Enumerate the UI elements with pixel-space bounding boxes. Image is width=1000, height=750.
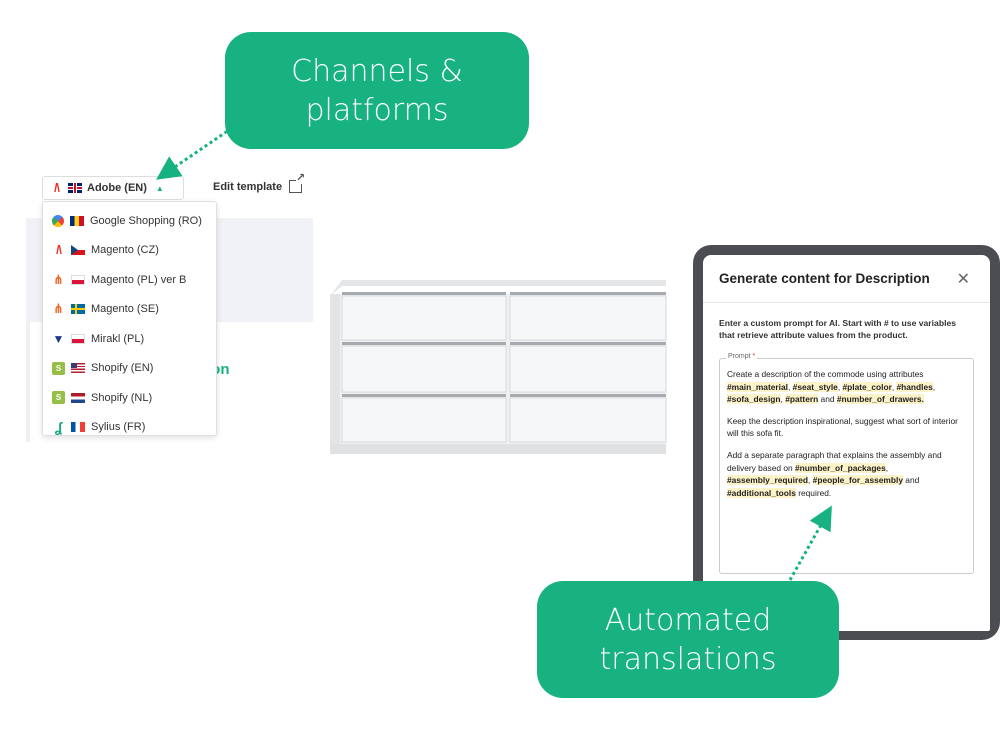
prompt-paragraph: Create a description of the commode usin…: [727, 368, 967, 406]
channel-option-label: Magento (CZ): [91, 244, 159, 257]
channel-option-magento-cz[interactable]: /\ Magento (CZ): [43, 236, 216, 266]
prompt-text-run: Create a description of the commode usin…: [727, 368, 924, 379]
nl-flag-icon: [71, 392, 85, 403]
channel-selector-button[interactable]: /\ Adobe (EN) ▲: [42, 176, 184, 200]
prompt-text-run: ,: [788, 381, 793, 392]
prompt-text-run: Add a separate paragraph that explains t…: [727, 449, 942, 473]
prompt-text-run: ,: [891, 381, 897, 392]
prompt-text-run: ,: [837, 381, 843, 392]
adobe-icon: /\: [54, 181, 60, 195]
prompt-paragraph: Add a separate paragraph that explains t…: [727, 449, 967, 499]
pl-flag-icon: [71, 333, 85, 344]
channel-option-google-shopping-ro[interactable]: Google Shopping (RO): [43, 206, 216, 236]
callout-line: Channels &: [291, 53, 463, 89]
tablet-frame: Generate content for Description ✕ Enter…: [693, 245, 1000, 640]
variable-token: #number_of_drawers.: [836, 394, 924, 405]
variable-token: #sofa_design: [727, 394, 781, 405]
variable-token: #additional_tools: [727, 487, 796, 498]
modal-title: Generate content for Description: [719, 271, 930, 286]
pl-flag-icon: [71, 274, 85, 285]
prompt-textarea[interactable]: Prompt * Create a description of the com…: [719, 352, 974, 574]
adobe-icon: /\: [56, 243, 62, 258]
variable-token: #handles: [896, 381, 933, 392]
variable-token: #assembly_required: [727, 475, 809, 486]
callout-line: translations: [599, 641, 777, 677]
ro-flag-icon: [70, 215, 84, 226]
chevron-up-icon: ▲: [155, 183, 164, 193]
edit-template-link[interactable]: Edit template: [213, 173, 306, 193]
variable-token: #number_of_packages: [794, 462, 886, 473]
channel-option-label: Sylius (FR): [91, 421, 146, 434]
selected-channel-label: Adobe (EN): [87, 182, 147, 194]
uk-flag-icon: [68, 183, 82, 193]
channel-dropdown-menu: Google Shopping (RO) /\ Magento (CZ) ⋔ M…: [42, 201, 217, 436]
magento-icon: ⋔: [53, 271, 64, 287]
arrow-to-channel-selector: [156, 126, 233, 180]
edit-template-label: Edit template: [213, 180, 283, 193]
channel-option-label: Google Shopping (RO): [90, 214, 202, 227]
prompt-text: Create a description of the commode usin…: [727, 368, 967, 499]
shopify-icon: S: [52, 361, 65, 375]
variable-token: #plate_color: [842, 381, 892, 392]
callout-line: Automated: [604, 602, 772, 638]
external-link-icon: [289, 173, 306, 193]
variable-token: #main_material: [727, 381, 788, 392]
magento-icon: ⋔: [53, 301, 64, 317]
prompt-paragraph: Keep the description inspirational, sugg…: [727, 415, 958, 439]
channel-option-sylius-fr[interactable]: ʆ Sylius (FR): [43, 413, 216, 443]
required-mark: *: [752, 352, 756, 360]
channels-platforms-callout: Channels &platforms: [225, 32, 529, 149]
channel-option-magento-pl-ver-b[interactable]: ⋔ Magento (PL) ver B: [43, 265, 216, 295]
modal-description: Enter a custom prompt for AI. Start with…: [719, 318, 957, 341]
channel-option-label: Shopify (NL): [91, 391, 153, 404]
channel-option-shopify-nl[interactable]: S Shopify (NL): [43, 383, 216, 413]
modal-body: Enter a custom prompt for AI. Start with…: [703, 303, 990, 588]
variable-token: #seat_style: [792, 381, 838, 392]
prompt-text-run: and: [902, 475, 920, 486]
google-shopping-icon: [49, 212, 67, 230]
prompt-text-run: required.: [795, 487, 832, 498]
prompt-text-run: ,: [932, 381, 936, 392]
prompt-text-run: and: [818, 394, 837, 405]
prompt-label-text: Prompt: [728, 352, 751, 360]
prompt-text-run: ,: [780, 394, 786, 405]
channel-option-label: Mirakl (PL): [91, 332, 145, 345]
us-flag-icon: [71, 363, 85, 374]
variable-token: #people_for_assembly: [812, 475, 903, 486]
cz-flag-icon: [71, 245, 85, 256]
close-icon[interactable]: ✕: [956, 270, 970, 288]
channel-option-label: Shopify (EN): [91, 362, 154, 375]
prompt-text-run: ,: [808, 475, 813, 486]
se-flag-icon: [71, 304, 85, 315]
fr-flag-icon: [71, 422, 85, 433]
sylius-icon: ʆ: [54, 419, 63, 436]
modal-header: Generate content for Description ✕: [703, 255, 990, 303]
variable-token: #pattern: [785, 394, 819, 405]
callout-line: platforms: [305, 92, 449, 128]
channel-option-label: Magento (PL) ver B: [91, 273, 187, 286]
channel-option-mirakl-pl[interactable]: ▼ Mirakl (PL): [43, 324, 216, 354]
commode-product-image: [330, 280, 667, 454]
shopify-icon: S: [52, 391, 65, 405]
channel-option-label: Magento (SE): [91, 303, 159, 316]
channel-option-shopify-en[interactable]: S Shopify (EN): [43, 354, 216, 384]
prompt-text-run: ,: [885, 462, 889, 473]
generate-content-modal: Generate content for Description ✕ Enter…: [703, 255, 990, 631]
channel-option-magento-se[interactable]: ⋔ Magento (SE): [43, 295, 216, 325]
mirakl-icon: ▼: [52, 331, 65, 346]
prompt-label: Prompt *: [726, 352, 758, 360]
